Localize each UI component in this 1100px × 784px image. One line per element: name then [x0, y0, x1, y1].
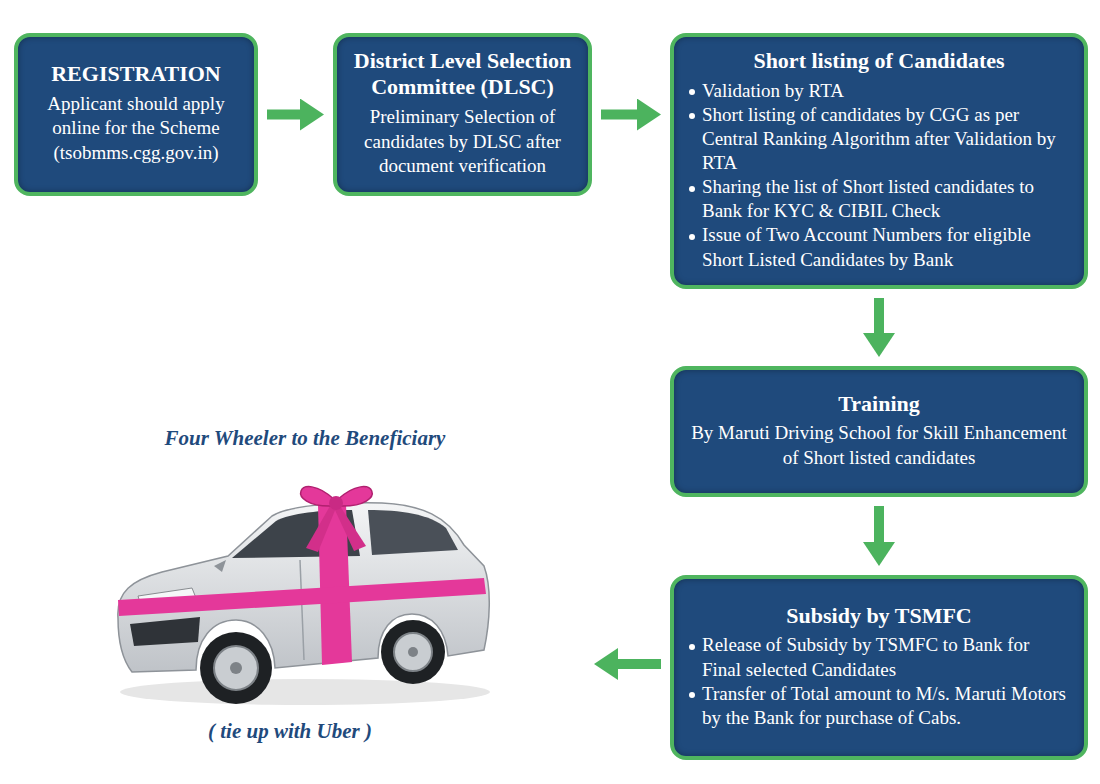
- car-illustration-part: [300, 560, 304, 660]
- car-illustration-part: [230, 662, 242, 674]
- flow-arrow: [874, 506, 884, 546]
- car-illustration-part: [381, 620, 445, 684]
- panel-title: Four Wheeler to the Beneficiary: [95, 426, 515, 451]
- car-illustration-part: [118, 578, 486, 616]
- process-box: Subsidy by TSMFC Release of Subsidy by TS…: [670, 575, 1088, 760]
- bullet-item: Issue of Two Account Numbers for eligibl…: [686, 223, 1072, 271]
- bullet-item: Release of Subsidy by TSMFC to Bank for …: [686, 633, 1072, 681]
- car-illustration-part: [368, 510, 458, 555]
- box-heading: Short listing of Candidates: [686, 48, 1072, 74]
- box-text: Applicant should apply online for the Sc…: [30, 92, 242, 166]
- gift-ribbon: [118, 487, 486, 665]
- car-illustration-part: [214, 560, 226, 572]
- bullet-item: Short listing of candidates by CGG as pe…: [686, 103, 1072, 175]
- car-illustration-part: [334, 506, 366, 551]
- process-box: Training By Maruti Driving School for Ski…: [670, 366, 1088, 497]
- process-box: Short listing of CandidatesValidation by…: [670, 33, 1088, 289]
- car-illustration-part: [394, 633, 432, 671]
- car-illustration-part: [130, 617, 200, 646]
- bullet-item: Transfer of Total amount to M/s. Maruti …: [686, 682, 1072, 730]
- beneficiary-panel: Four Wheeler to the Beneficiary ( tie up …: [95, 418, 585, 753]
- box-heading: Subsidy by TSMFC: [686, 603, 1072, 629]
- car-illustration: [118, 503, 490, 705]
- bullet-item: Sharing the list of Short listed candida…: [686, 175, 1072, 223]
- box-text: By Maruti Driving School for Skill Enhan…: [686, 421, 1072, 470]
- box-text: Preliminary Selection of candidates by D…: [349, 105, 576, 179]
- flow-arrow: [874, 298, 884, 337]
- flow-arrow: [601, 110, 641, 120]
- car-illustration-part: [408, 647, 418, 657]
- car-illustration-part: [306, 506, 336, 552]
- panel-caption: ( tie up with Uber ): [95, 719, 485, 744]
- process-box: District Level Selection Committee (DLSC…: [333, 33, 592, 196]
- process-box: REGISTRATION Applicant should apply onlin…: [14, 33, 258, 196]
- flow-arrow: [267, 110, 304, 120]
- box-heading: Training: [686, 391, 1072, 417]
- flow-arrow: [614, 659, 661, 669]
- car-illustration-part: [214, 646, 258, 690]
- car-illustration-part: [200, 632, 272, 704]
- car-illustration-part: [329, 496, 343, 510]
- car-illustration-part: [120, 679, 490, 705]
- bullet-item: Validation by RTA: [686, 79, 1072, 103]
- box-heading: REGISTRATION: [30, 61, 242, 87]
- box-heading: District Level Selection Committee (DLSC…: [349, 48, 576, 101]
